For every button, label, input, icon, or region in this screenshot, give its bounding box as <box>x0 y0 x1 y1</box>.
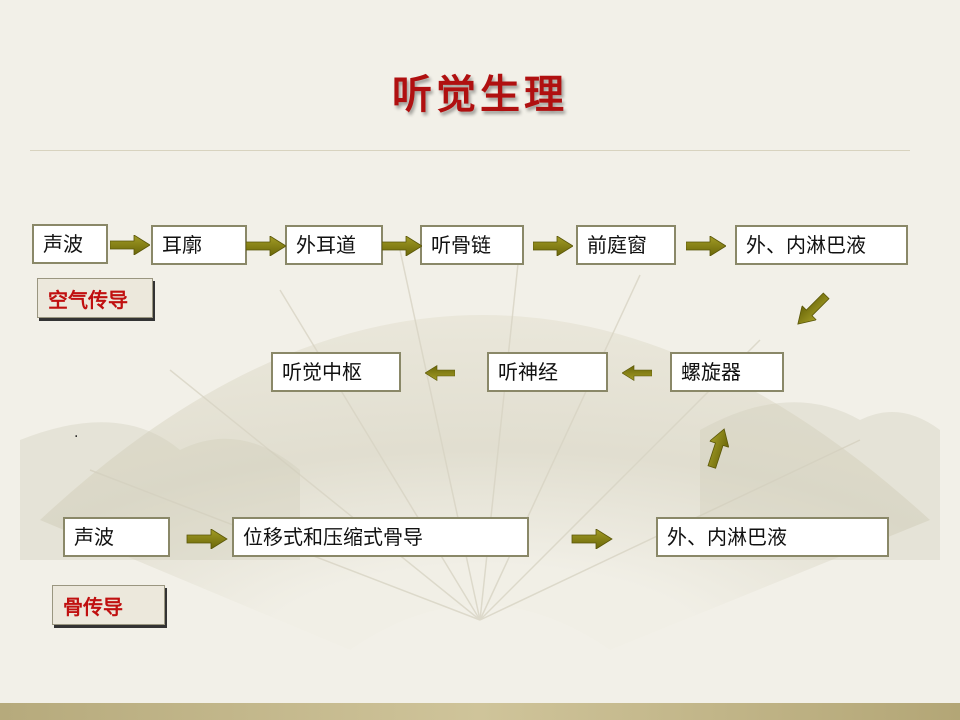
air-step-oval-window: 前庭窗 <box>576 225 676 265</box>
title-rule <box>30 150 910 151</box>
air-step-ear-canal: 外耳道 <box>285 225 383 265</box>
air-step-sound-wave: 声波 <box>32 224 108 264</box>
left-arrow-icon <box>425 365 455 381</box>
page-title: 听觉生理 <box>392 72 568 118</box>
auditory-nerve-box: 听神经 <box>487 352 608 392</box>
right-arrow-icon <box>246 236 286 256</box>
stray-dot: . <box>74 425 79 441</box>
bone-conduction-label: 骨传导 <box>52 585 165 625</box>
up-arrow-icon <box>701 425 735 471</box>
right-arrow-icon <box>382 236 422 256</box>
air-step-lymph: 外、内淋巴液 <box>735 225 908 265</box>
spiral-organ-box: 螺旋器 <box>670 352 784 392</box>
air-step-ossicles: 听骨链 <box>420 225 524 265</box>
right-arrow-icon <box>110 235 150 255</box>
left-arrow-icon <box>622 365 652 381</box>
down-left-arrow-icon <box>790 288 834 332</box>
right-arrow-icon <box>533 236 573 256</box>
bone-step-displacement: 位移式和压缩式骨导 <box>232 517 529 557</box>
right-arrow-icon <box>686 236 726 256</box>
footer-band <box>0 703 960 720</box>
right-arrow-icon <box>186 529 228 549</box>
bone-step-lymph: 外、内淋巴液 <box>656 517 889 557</box>
right-arrow-icon <box>571 529 613 549</box>
auditory-center-box: 听觉中枢 <box>271 352 401 392</box>
bone-step-sound-wave: 声波 <box>63 517 170 557</box>
air-conduction-label: 空气传导 <box>37 278 153 318</box>
